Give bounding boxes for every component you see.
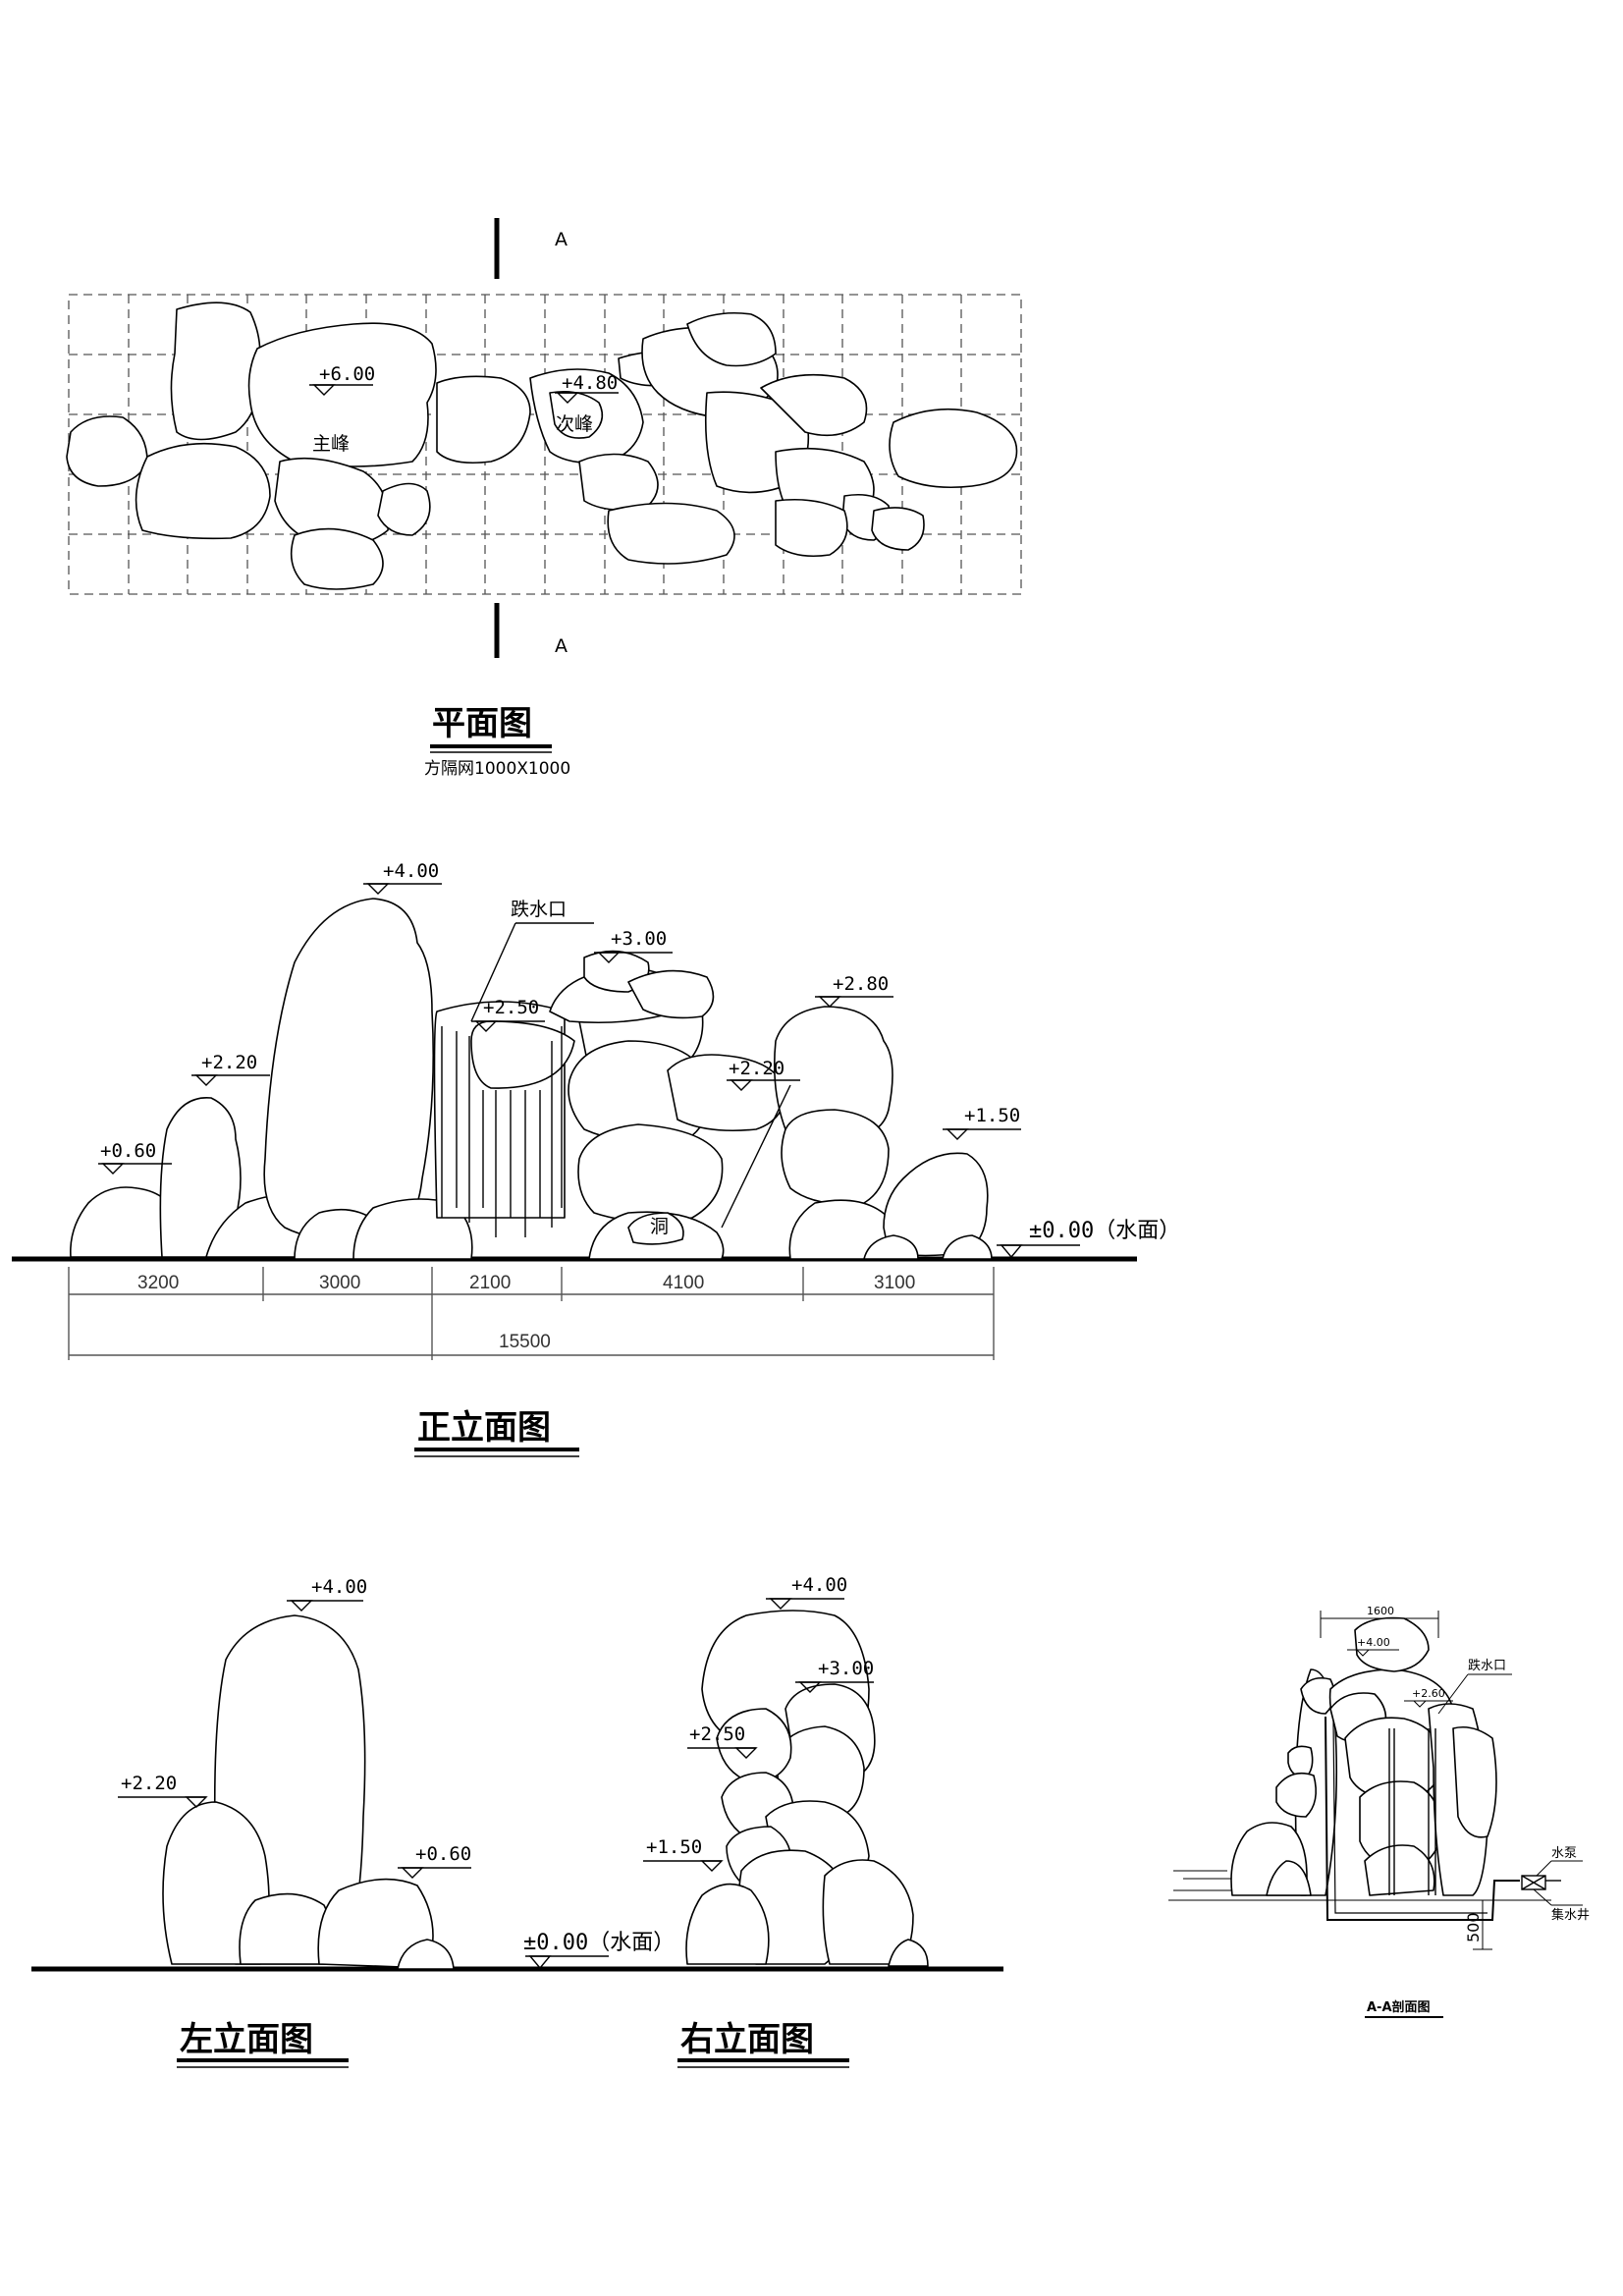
- main-peak-elev: +6.00: [319, 363, 375, 385]
- front-elev-250: +2.50: [483, 997, 539, 1018]
- left-rocks: [162, 1614, 455, 1970]
- section-waterfall-label: 跌水口: [1468, 1658, 1506, 1673]
- sub-peak-elev: +4.80: [562, 372, 618, 394]
- front-waterfall-label: 跌水口: [511, 899, 567, 920]
- front-rocks: [70, 898, 993, 1260]
- section-elev-top: +4.00: [1357, 1636, 1390, 1649]
- right-title: 右立面图: [680, 2020, 814, 2059]
- dim-3: 2100: [469, 1273, 511, 1293]
- plan-subtitle: 方隔网1000X1000: [424, 759, 570, 779]
- front-elev-220-left: +2.20: [201, 1052, 257, 1073]
- front-elev-150: +1.50: [964, 1105, 1020, 1126]
- front-elev-220-right: +2.20: [729, 1058, 784, 1079]
- front-cave-label: 洞: [650, 1216, 669, 1237]
- dim-4: 4100: [663, 1273, 704, 1293]
- main-peak-label: 主峰: [312, 433, 350, 455]
- section-title: A-A剖面图: [1367, 1999, 1431, 2015]
- left-elev-top: +4.00: [311, 1576, 367, 1598]
- right-elev-150: +1.50: [646, 1836, 702, 1858]
- right-rocks: [685, 1610, 929, 1967]
- right-water-level: ±0.00（水面）: [523, 1931, 675, 1955]
- front-elev-3: +3.00: [611, 928, 667, 950]
- front-elev-060: +0.60: [100, 1140, 156, 1162]
- front-elevation: +4.00 +3.00 +2.80 +2.50 +2.20 +2.20 +1.5…: [12, 860, 1180, 1457]
- front-title: 正立面图: [417, 1408, 551, 1448]
- front-waterfall: [441, 1026, 563, 1237]
- section-elev-mid: +2.60: [1412, 1687, 1445, 1700]
- plan-rocks: [66, 301, 1018, 590]
- plan-title: 平面图: [432, 704, 532, 743]
- right-elevation: +4.00 +3.00 +2.50 +1.50 ±0.00（水面） 右立面图: [523, 1574, 929, 2068]
- left-elev-220: +2.20: [121, 1773, 177, 1794]
- section-letter-top: A: [555, 229, 568, 250]
- front-elev-top: +4.00: [383, 860, 439, 882]
- plan-view: A A: [66, 218, 1022, 779]
- front-dimensions: 3200 3000 2100 4100 3100 15500: [68, 1267, 995, 1360]
- front-elev-markers: +4.00 +3.00 +2.80 +2.50 +2.20 +2.20 +1.5…: [98, 860, 1021, 1175]
- section-letter-bottom: A: [555, 635, 568, 657]
- dim-2: 3000: [319, 1273, 360, 1293]
- dim-total: 15500: [499, 1332, 551, 1352]
- dim-5: 3100: [874, 1273, 915, 1293]
- right-elev-250: +2.50: [689, 1723, 745, 1745]
- left-elevation: +4.00 +2.20 +0.60 左立面图: [31, 1576, 1003, 2068]
- section-rocks: [1230, 1616, 1497, 1896]
- section-depth-dim: 500: [1464, 1912, 1483, 1942]
- right-elev-top: +4.00: [791, 1574, 847, 1596]
- section-well-label: 集水井: [1551, 1907, 1590, 1923]
- section-pump-label: 水泵: [1551, 1846, 1577, 1861]
- front-elev-280: +2.80: [833, 973, 889, 995]
- dim-1: 3200: [137, 1273, 179, 1293]
- section-width-dim: 1600: [1367, 1605, 1394, 1617]
- sub-peak-label: 次峰: [556, 413, 593, 435]
- right-elev-300: +3.00: [818, 1658, 874, 1679]
- left-title: 左立面图: [180, 2020, 313, 2059]
- front-water-level: ±0.00（水面）: [1029, 1219, 1180, 1243]
- section-aa: 1600 +4.00 +2.60 跌水口 水泵 集水井 500 A-A剖面图: [1168, 1605, 1590, 2018]
- left-elev-060: +0.60: [415, 1843, 471, 1865]
